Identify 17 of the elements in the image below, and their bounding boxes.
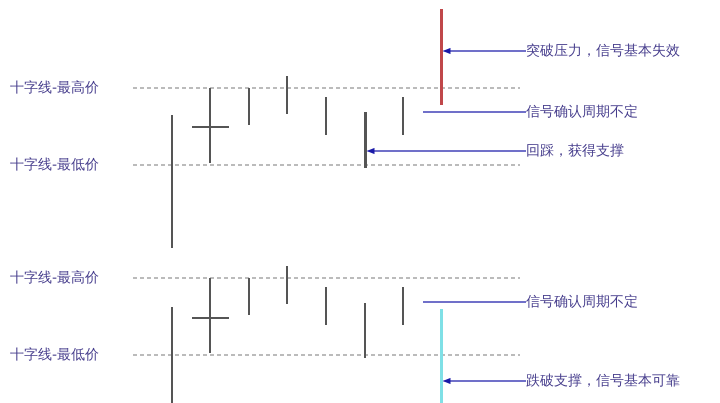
leader-line: [423, 301, 526, 303]
arrow: [442, 378, 526, 384]
candle: [364, 112, 366, 168]
price-level-label: 十字线-最低价: [10, 156, 100, 174]
price-level-label: 十字线-最高价: [10, 269, 100, 287]
arrow: [442, 48, 526, 54]
breakout-candle: [440, 9, 442, 105]
annotation-text: 回踩，获得支撑: [526, 142, 624, 160]
price-level-label: 十字线-最高价: [10, 79, 100, 97]
breakdown-candle: [440, 309, 442, 403]
annotation-text: 跌破支撑，信号基本可靠: [526, 372, 680, 390]
annotation-text: 突破压力，信号基本失效: [526, 42, 680, 60]
annotation-text: 信号确认周期不定: [526, 293, 638, 311]
price-level-label: 十字线-最低价: [10, 346, 100, 364]
annotation-text: 信号确认周期不定: [526, 103, 638, 121]
arrow: [366, 148, 526, 154]
leader-line: [423, 111, 526, 113]
